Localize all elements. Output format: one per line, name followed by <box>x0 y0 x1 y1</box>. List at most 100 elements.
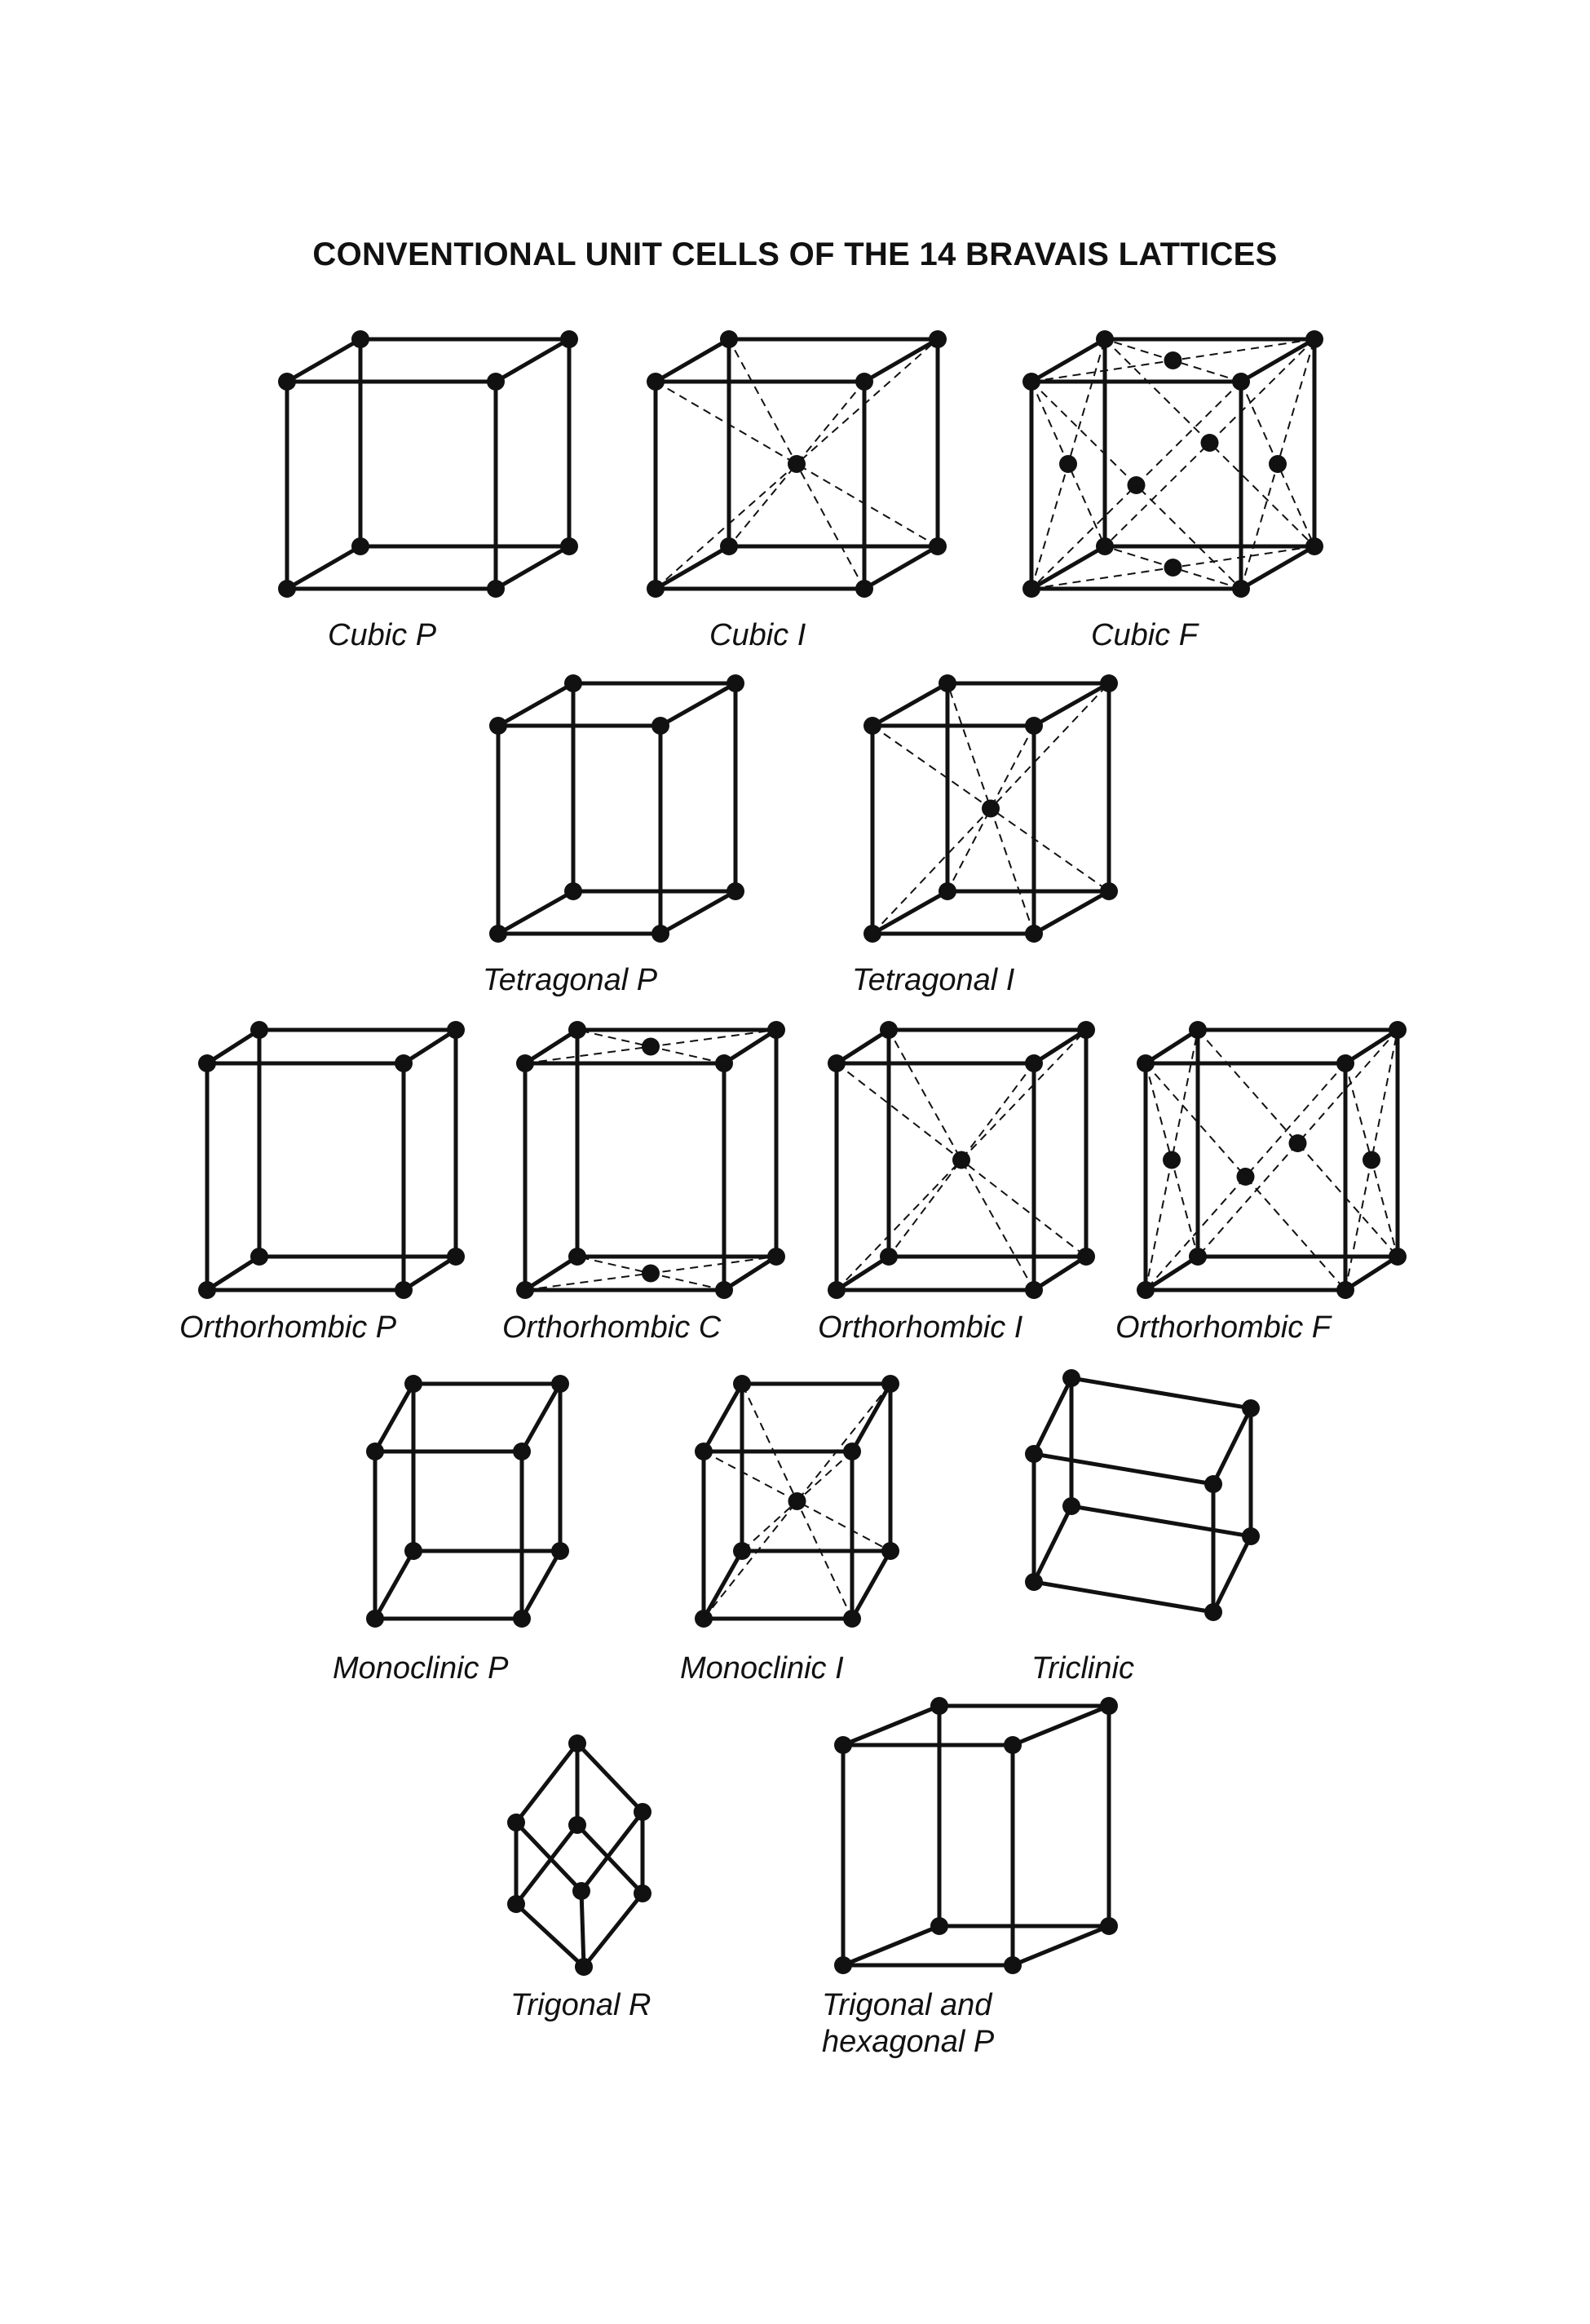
lattice-point <box>1164 351 1182 369</box>
cell-edge <box>1143 1027 1200 1066</box>
lattice-point <box>1025 1054 1043 1072</box>
lattice-point <box>1189 1248 1207 1266</box>
cell-edge <box>493 337 572 384</box>
label-trigonal-hexagonal-p-line1: Trigonal and <box>822 1988 992 2022</box>
cell-edge <box>579 1889 586 1969</box>
cell-edge <box>373 1381 416 1454</box>
cell-edge <box>519 1549 563 1621</box>
cell-edge <box>1031 681 1111 728</box>
lattice-point <box>572 1882 590 1900</box>
lattice-point <box>1232 373 1250 391</box>
cell-edge <box>496 889 576 936</box>
lattice-point <box>828 1054 846 1072</box>
lattice-point <box>1025 1445 1043 1463</box>
lattice-point <box>1200 434 1219 452</box>
lattice-point <box>1100 1917 1118 1935</box>
cell-edge <box>834 1027 891 1066</box>
dashed-line <box>1197 1029 1398 1257</box>
lattice-point <box>250 1021 268 1039</box>
dashed-line <box>1197 1029 1398 1257</box>
lattice-point <box>855 373 873 391</box>
lattice-point <box>366 1610 384 1628</box>
trigonal-hexagonal-p-cell <box>834 1697 1118 1974</box>
cell-edge <box>701 1381 744 1454</box>
dashed-line <box>728 381 865 547</box>
lattice-point <box>1163 1151 1181 1169</box>
lattice-point <box>1096 330 1114 348</box>
cell-edge <box>493 544 572 591</box>
lattice-point <box>939 674 956 692</box>
cell-edge <box>722 1254 779 1292</box>
lattice-point <box>198 1281 216 1299</box>
lattice-point <box>1336 1054 1354 1072</box>
cubic-p-cell <box>278 330 578 598</box>
cell-edge <box>1031 1451 1216 1487</box>
lattice-point <box>507 1814 525 1831</box>
lattice-point <box>767 1021 785 1039</box>
lattice-point <box>1022 580 1040 598</box>
orthorhombic-i-cell <box>828 1021 1095 1299</box>
tetragonal-p-cell <box>489 674 744 943</box>
lattice-point <box>1204 1603 1222 1621</box>
cell-edge <box>373 1549 416 1621</box>
lattice-point <box>715 1054 733 1072</box>
lattice-point <box>568 1734 586 1752</box>
cell-edge <box>523 1027 580 1066</box>
label-tetragonal-p: Tetragonal P <box>483 963 658 997</box>
lattice-point <box>278 373 296 391</box>
lattice-point <box>1363 1151 1380 1169</box>
dashed-line <box>1031 381 1242 590</box>
dashed-line <box>1031 381 1242 590</box>
cell-edge <box>1211 1534 1253 1615</box>
dashed-line <box>1104 338 1315 547</box>
label-trigonal-r: Trigonal R <box>510 1988 651 2022</box>
cell-edge <box>519 1381 563 1454</box>
cell-edge <box>1143 1254 1200 1292</box>
lattice-point <box>395 1281 413 1299</box>
lattice-point <box>651 717 669 735</box>
cell-edge <box>701 1549 744 1621</box>
cell-edge <box>1029 544 1107 591</box>
lattice-point <box>404 1375 422 1393</box>
cell-edge <box>862 544 940 591</box>
cell-edge <box>575 1741 645 1814</box>
lattice-point <box>516 1054 534 1072</box>
lattice-point <box>1100 882 1118 900</box>
lattice-point <box>828 1281 846 1299</box>
lattice-point <box>1077 1021 1095 1039</box>
lattice-point <box>1189 1021 1207 1039</box>
orthorhombic-p-cell <box>198 1021 465 1299</box>
lattice-point <box>513 1610 531 1628</box>
lattice-point <box>695 1610 713 1628</box>
lattice-point <box>1236 1168 1255 1186</box>
lattice-point <box>1062 1369 1080 1387</box>
cell-edge <box>841 1703 942 1747</box>
lattice-point <box>733 1542 751 1560</box>
cell-edge <box>514 1741 580 1825</box>
lattice-point <box>489 925 507 943</box>
dashed-line <box>703 1451 891 1552</box>
lattice-point <box>564 882 582 900</box>
cell-edge <box>1343 1254 1400 1292</box>
cell-edge <box>841 1924 942 1968</box>
cell-edge <box>658 889 738 936</box>
lattice-point <box>929 537 947 555</box>
lattice-point <box>1305 537 1323 555</box>
lattice-point <box>1389 1248 1407 1266</box>
cell-edge <box>653 544 731 591</box>
lattice-point <box>568 1248 586 1266</box>
lattice-point <box>560 330 578 348</box>
label-orthorhombic-i: Orthorhombic I <box>818 1310 1023 1345</box>
lattice-point <box>1336 1281 1354 1299</box>
cell-edge <box>834 1254 891 1292</box>
lattice-point <box>863 925 881 943</box>
cell-edge <box>1029 337 1107 384</box>
label-orthorhombic-c: Orthorhombic C <box>502 1310 722 1345</box>
cell-edge <box>514 1820 584 1893</box>
lattice-point <box>651 925 669 943</box>
monoclinic-p-cell <box>366 1375 569 1628</box>
lattice-point <box>507 1895 525 1913</box>
label-cubic-i: Cubic I <box>709 618 806 652</box>
cell-edge <box>401 1027 458 1066</box>
